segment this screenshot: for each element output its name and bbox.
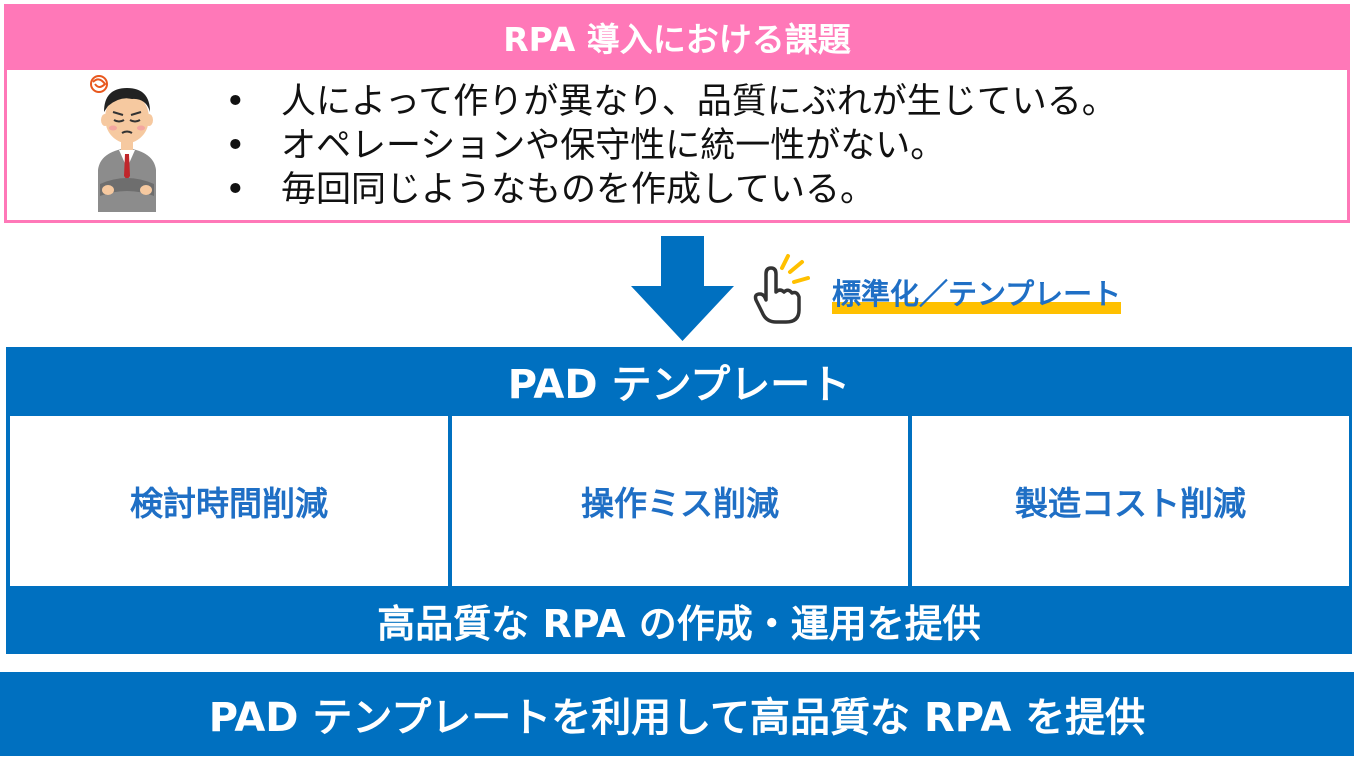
issue-text: 毎回同じようなものを作成している。 — [281, 170, 875, 210]
bullet: • — [225, 170, 246, 210]
benefit-cell: 製造コスト削減 — [912, 416, 1349, 586]
benefit-cell: 操作ミス削減 — [452, 416, 908, 586]
bullet: • — [225, 82, 246, 122]
standardization-callout: 標準化／テンプレート — [832, 276, 1122, 316]
conclusion-banner: PAD テンプレートを利用して高品質な RPA を提供 — [0, 672, 1354, 756]
issue-item: • 人によって作りが異なり、品質にぶれが生じている。 — [225, 80, 1117, 124]
callout-highlight — [832, 302, 1122, 314]
benefit-cell: 検討時間削減 — [10, 416, 448, 586]
issue-item: • 毎回同じようなものを作成している。 — [225, 168, 1117, 212]
problem-title: RPA 導入における課題 — [4, 4, 1350, 70]
issue-text: 人によって作りが異なり、品質にぶれが生じている。 — [281, 82, 1117, 122]
issue-text: オペレーションや保守性に統一性がない。 — [281, 126, 946, 166]
callout-label: 標準化／テンプレート — [832, 277, 1122, 311]
benefit-label: 製造コスト削減 — [1015, 484, 1246, 523]
pad-template-title: PAD テンプレート — [507, 362, 851, 408]
pad-template-footer: 高品質な RPA の作成・運用を提供 — [377, 601, 981, 646]
down-arrow-icon — [631, 236, 734, 341]
bullet: • — [225, 126, 246, 166]
benefit-label: 検討時間削減 — [130, 484, 328, 523]
worried-person-icon — [90, 75, 156, 212]
benefit-label: 操作ミス削減 — [581, 484, 779, 523]
issue-list: • 人によって作りが異なり、品質にぶれが生じている。 • オペレーションや保守性… — [225, 80, 1117, 212]
issue-item: • オペレーションや保守性に統一性がない。 — [225, 124, 1117, 168]
problem-box — [4, 70, 1350, 223]
pointing-hand-icon — [753, 254, 810, 324]
